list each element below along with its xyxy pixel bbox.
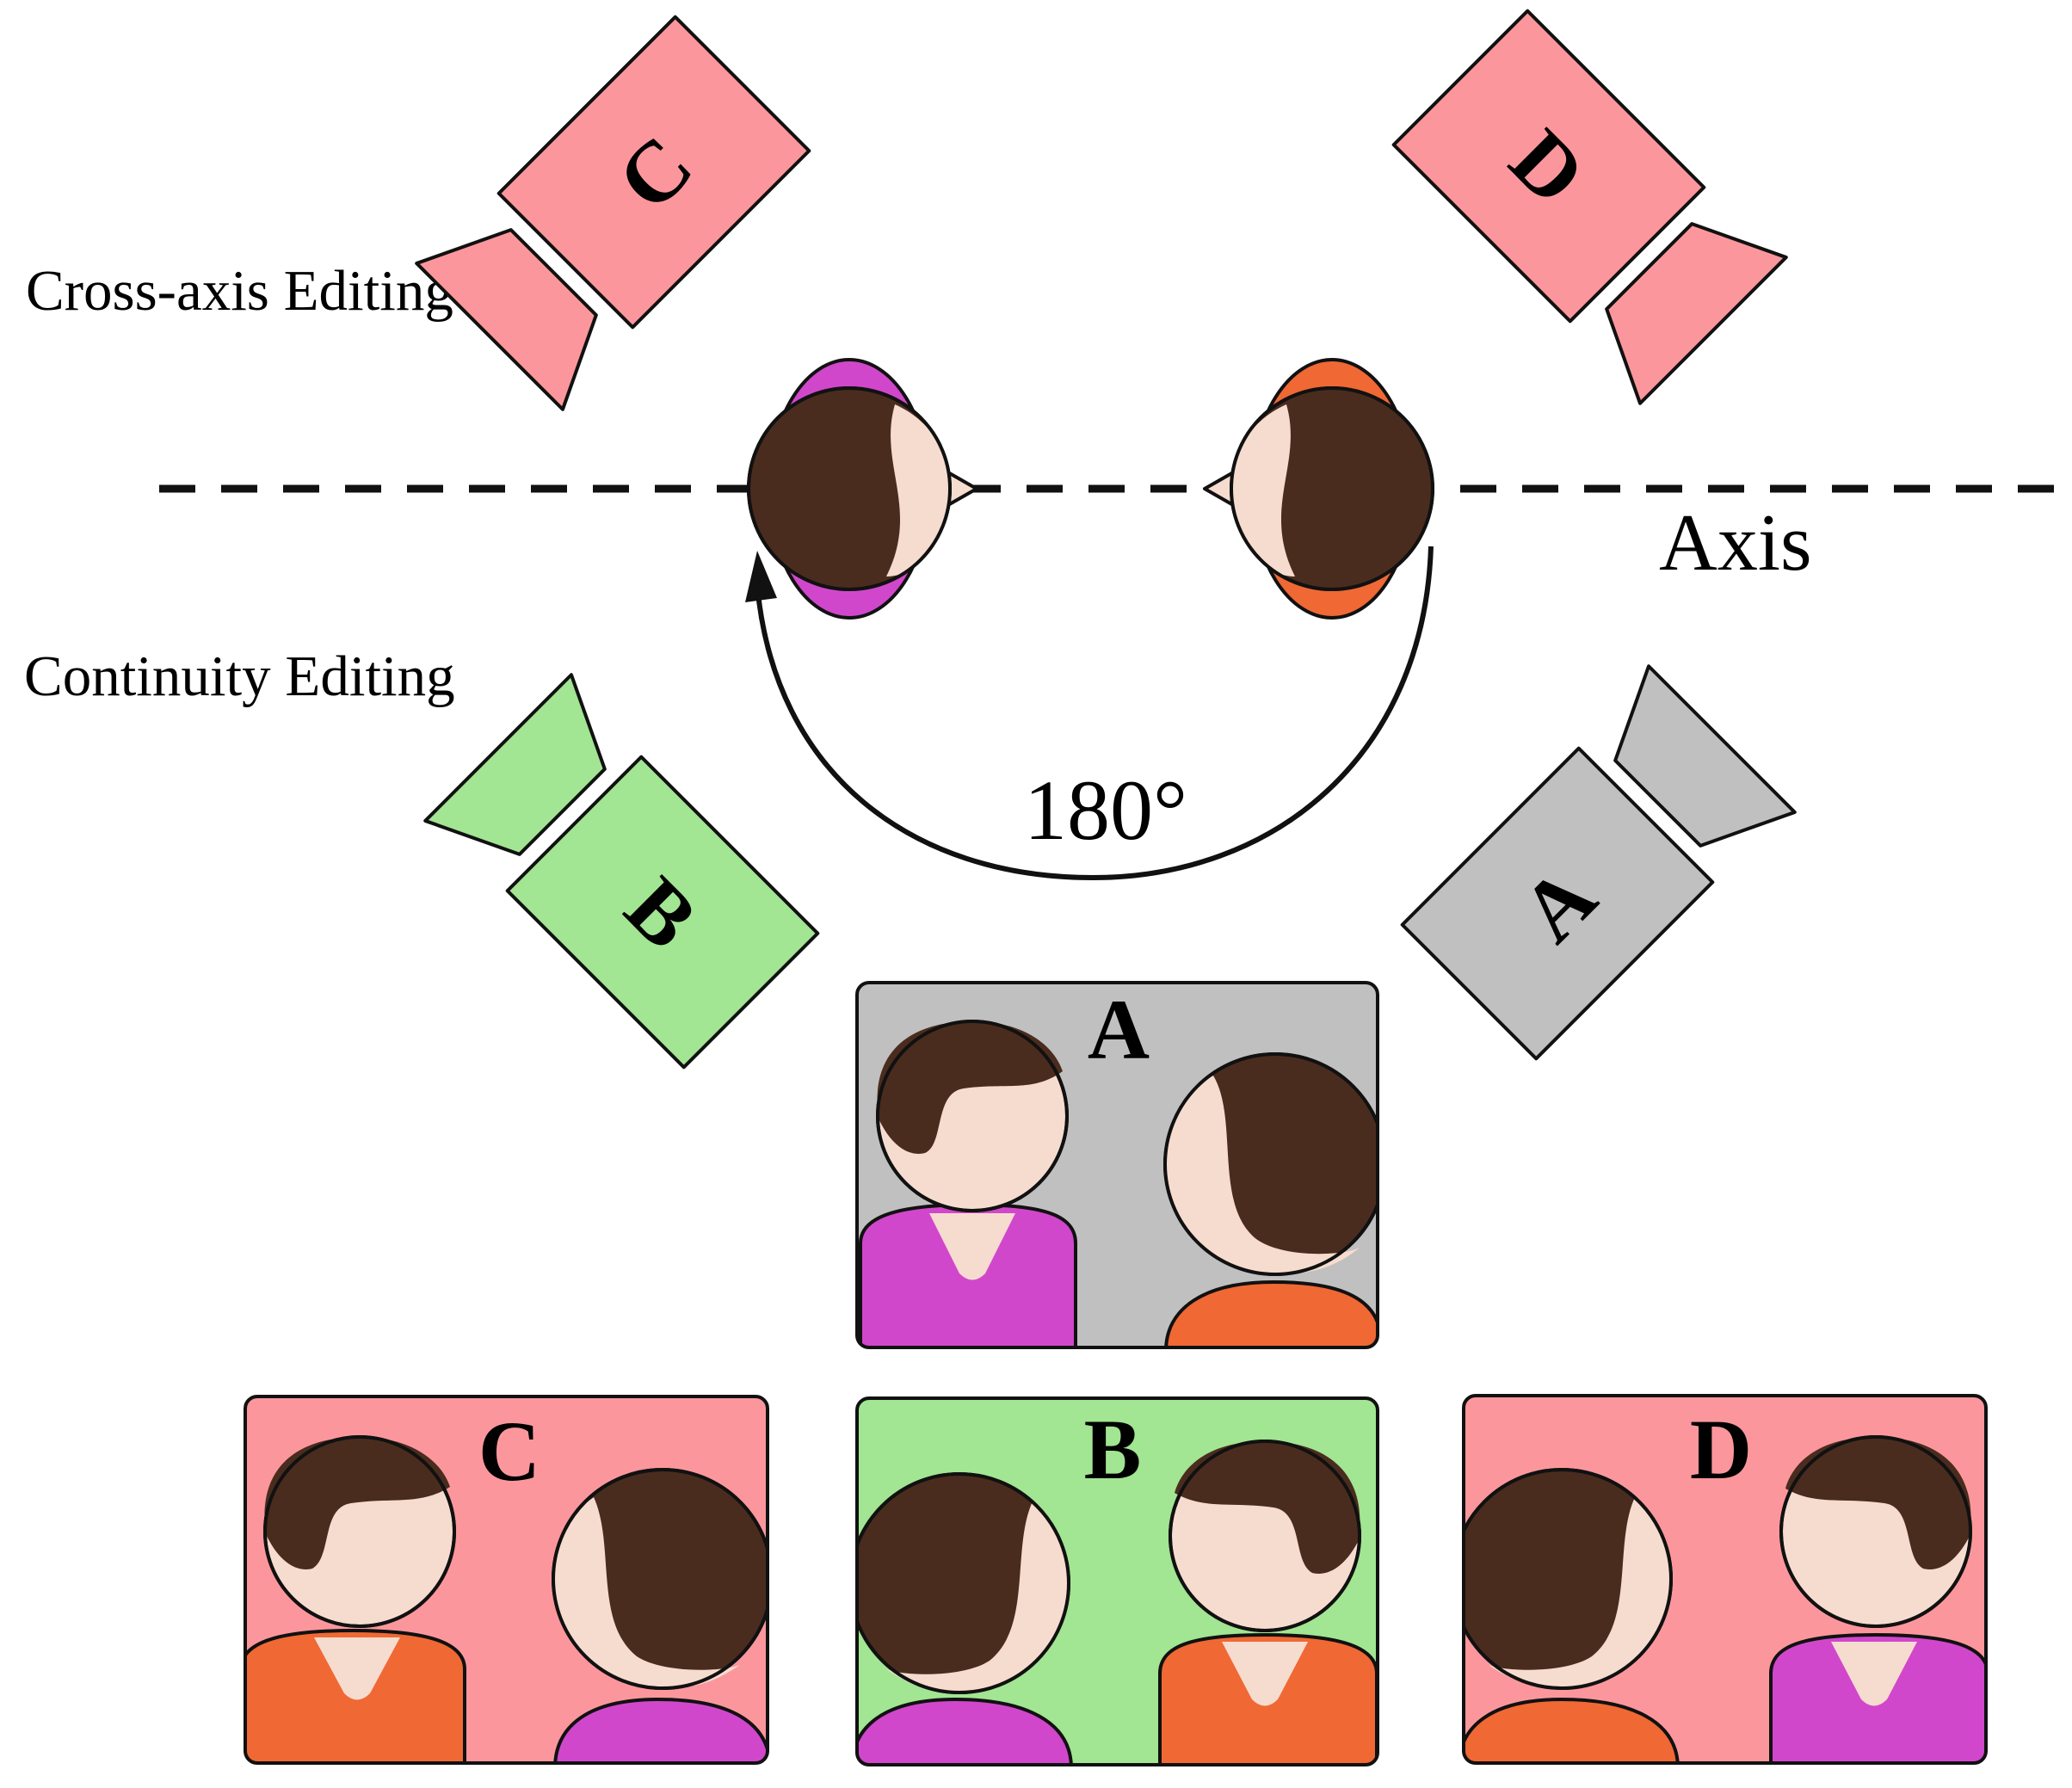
camera-a: A <box>1400 664 1797 1061</box>
continuity-editing-label: Continuity Editing <box>24 644 455 708</box>
cross-axis-editing-label: Cross-axis Editing <box>26 259 453 323</box>
angle-label: 180° <box>1024 762 1187 858</box>
panel-d-letter: D <box>1690 1402 1752 1497</box>
camera-a-lens <box>1613 664 1797 848</box>
panel-a-letter: A <box>1088 982 1150 1077</box>
camera-b-body <box>505 755 820 1070</box>
panel-c: C <box>244 1395 769 1765</box>
camera-a-body <box>1400 746 1715 1061</box>
camera-b: B <box>423 673 820 1070</box>
panel-b-letter: B <box>1084 1402 1142 1497</box>
camera-d-lens <box>1605 222 1788 405</box>
axis-label: Axis <box>1659 498 1812 588</box>
person-right-topview <box>1203 358 1434 620</box>
rotation-arc <box>755 546 1434 881</box>
camera-c: C <box>415 15 811 411</box>
panel-d: D <box>1462 1394 1988 1765</box>
panel-b: B <box>855 1396 1379 1766</box>
camera-b-lens <box>423 673 607 856</box>
arrow-head-icon <box>745 551 777 602</box>
person-left-topview <box>747 358 978 620</box>
camera-d: D <box>1391 9 1788 405</box>
camera-c-lens <box>415 228 598 411</box>
panel-c-letter: C <box>478 1403 540 1499</box>
panel-a: A <box>855 981 1379 1349</box>
camera-c-body <box>496 15 811 330</box>
camera-d-body <box>1391 9 1706 324</box>
